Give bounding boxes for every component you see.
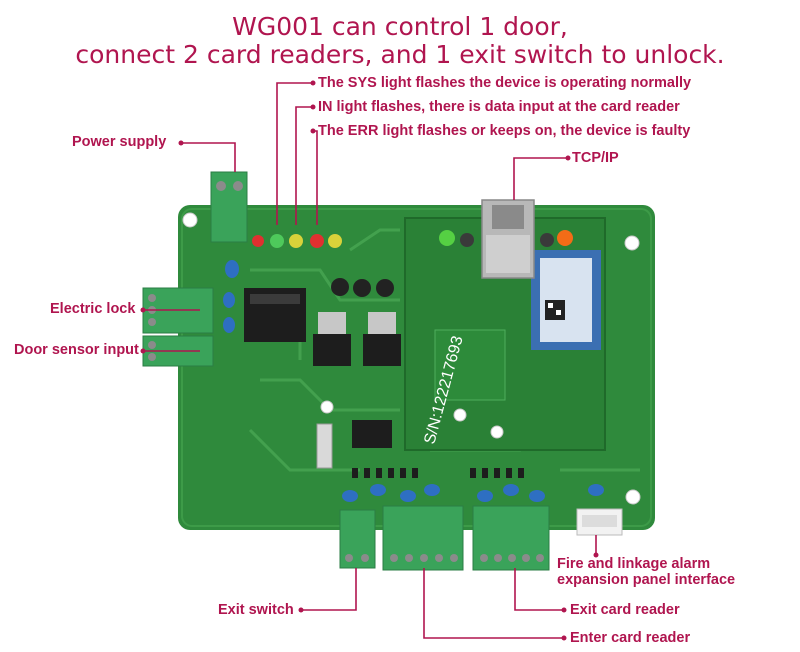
fire-alarm-label-line1: Fire and linkage alarm: [557, 556, 711, 572]
in-light-label: IN light flashes, there is data input at…: [318, 99, 680, 115]
callout-dots: [140, 80, 599, 641]
exit-reader-terminal: [472, 505, 550, 571]
tcp-ip-module: S/N:122217693: [404, 217, 606, 451]
title-line-2: connect 2 card readers, and 1 exit switc…: [75, 40, 725, 69]
alarm-header-connector: [576, 508, 623, 536]
err-light-label: The ERR light flashes or keeps on, the d…: [318, 123, 691, 139]
tcp-ip-label: TCP/IP: [572, 150, 619, 166]
rj45-jack: [481, 199, 535, 279]
jumper-pins: [352, 468, 524, 478]
exit-switch-terminal: [339, 509, 376, 569]
status-leds: [252, 234, 342, 248]
exit-switch-label: Exit switch: [218, 602, 294, 618]
power-terminal: [210, 171, 248, 243]
exit-card-reader-label: Exit card reader: [570, 602, 680, 618]
enter-card-reader-label: Enter card reader: [570, 630, 691, 646]
fire-alarm-label-line2: expansion panel interface: [557, 572, 736, 588]
electric-lock-label: Electric lock: [50, 301, 136, 317]
ceramic-resistor: [316, 423, 333, 469]
callout-lines: [143, 82, 597, 639]
voltage-regulators: [313, 312, 401, 366]
electrolytic-capacitors: [331, 278, 394, 297]
door-sensor-label: Door sensor input: [14, 342, 139, 358]
enter-reader-terminal: [382, 505, 464, 571]
title-line-1: WG001 can control 1 door,: [232, 12, 568, 41]
relay: [244, 288, 306, 342]
power-supply-label: Power supply: [72, 134, 167, 150]
sys-light-label: The SYS light flashes the device is oper…: [318, 75, 692, 91]
capacitors: [223, 260, 604, 502]
ic-chip: [352, 420, 392, 448]
